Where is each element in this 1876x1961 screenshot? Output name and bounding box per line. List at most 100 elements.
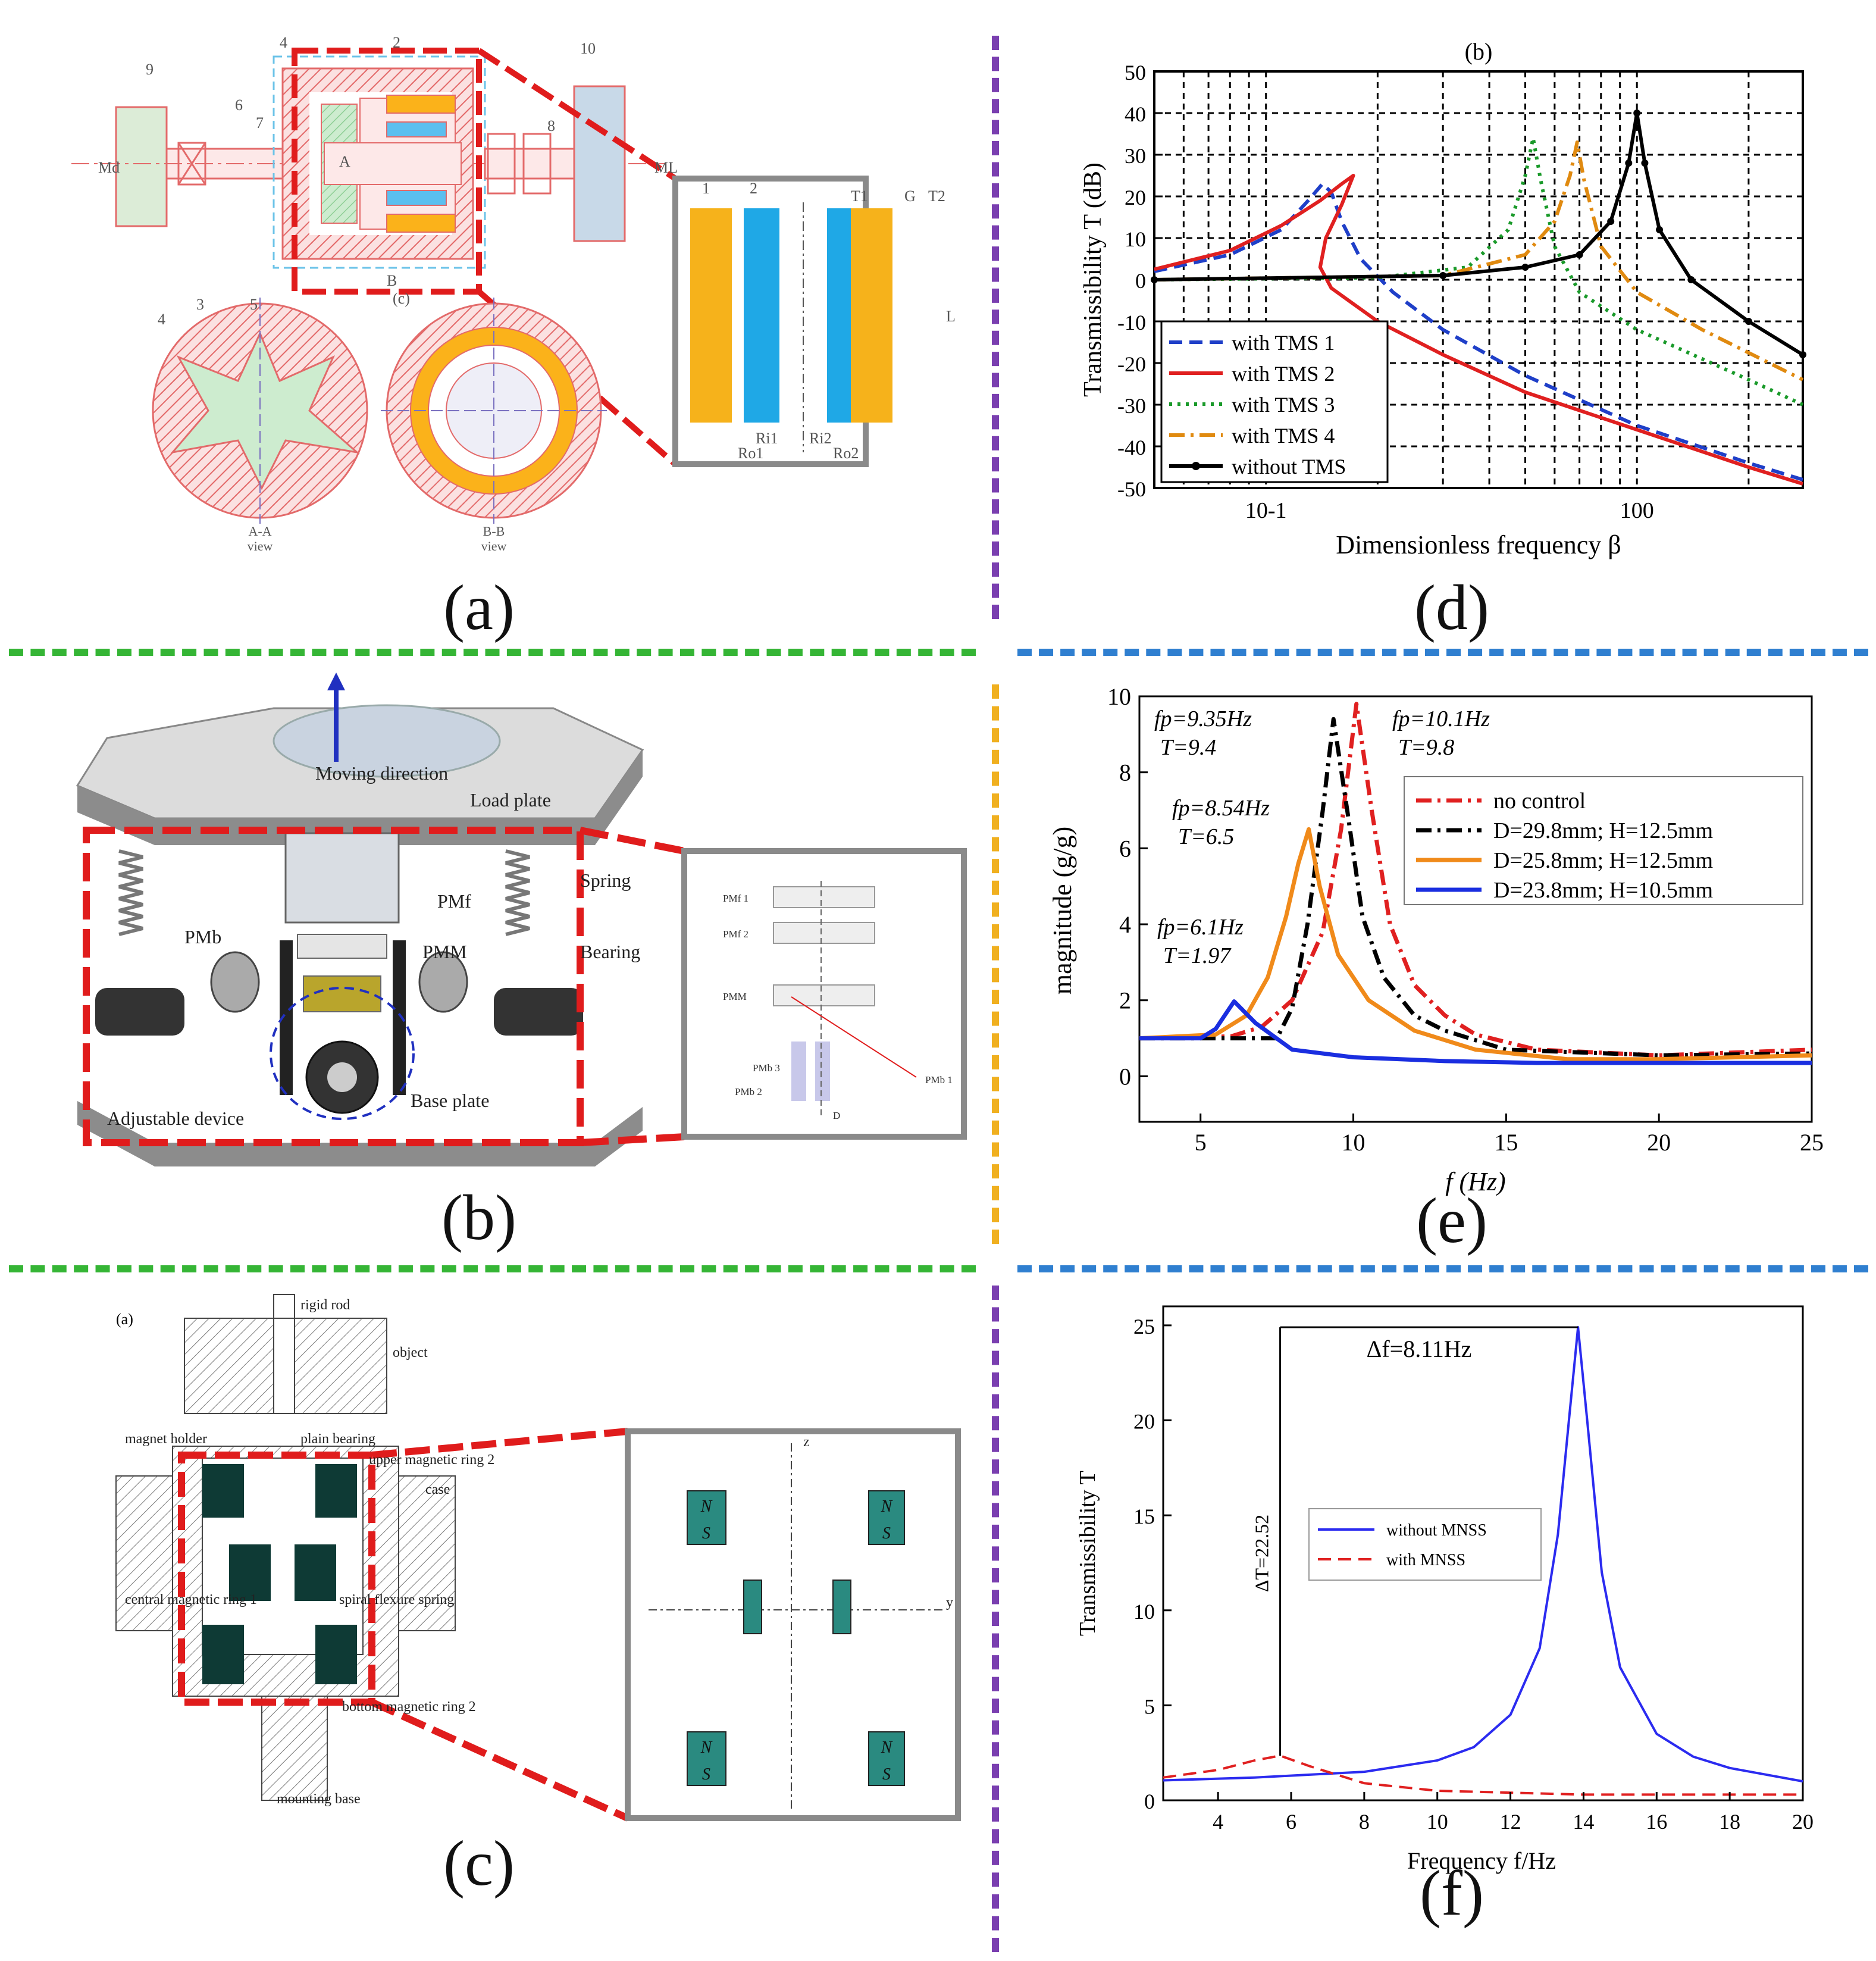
chart-e-ylabel: magnitude (g/g) xyxy=(1048,827,1077,994)
label-1: 1 xyxy=(702,180,710,197)
panel-label-e: (e) xyxy=(1416,1186,1487,1256)
y-tick-label-1: -40 xyxy=(1117,436,1146,459)
chart-f-svg: Frequency f/Hz Transmissibility T 051015… xyxy=(1075,1305,1814,1874)
x-tick-label-1: 6 xyxy=(1286,1810,1296,1834)
legend-label-2: with TMS 2 xyxy=(1232,362,1335,386)
x-tick-label-0: 10-1 xyxy=(1245,498,1287,523)
chart-e-xlabel: f (Hz) xyxy=(1445,1167,1505,1196)
panel-a-diagram: 9 6 7 4 2 10 8 1 2 3 4 5 A B (c) Md ML T… xyxy=(0,0,982,643)
legend-label-1: no control xyxy=(1493,789,1586,814)
label-10: 10 xyxy=(580,40,596,57)
label-central-ring: central magnetic ring 1 xyxy=(125,1592,257,1607)
series-marker-5-2 xyxy=(1521,264,1529,271)
x-tick-label-1: 10 xyxy=(1342,1129,1365,1156)
svg-text:z: z xyxy=(803,1434,810,1450)
y-tick-label-5: 25 xyxy=(1133,1315,1155,1338)
legend-label-1: without MNSS xyxy=(1386,1521,1487,1540)
legend-label-5: without TMS xyxy=(1232,455,1346,478)
annotation-peak-2: fp=10.1Hz xyxy=(1392,706,1490,731)
y-tick-label-5: 10 xyxy=(1107,683,1131,710)
y-tick-label-2: 10 xyxy=(1133,1600,1155,1624)
legend-label-2: D=29.8mm; H=12.5mm xyxy=(1493,818,1713,843)
annotation-delta-t: ΔT=22.52 xyxy=(1251,1515,1273,1592)
label-9: 9 xyxy=(146,61,154,78)
label-pmf: PMf xyxy=(437,890,471,912)
separator-col-bot xyxy=(992,1286,999,1952)
component-9 xyxy=(115,106,168,227)
label-pmb: PMb xyxy=(184,926,221,947)
inset-c xyxy=(625,1428,961,1821)
series-marker-5-6 xyxy=(1633,110,1641,117)
svg-text:PMM: PMM xyxy=(723,991,747,1002)
y-tick-label-4: -10 xyxy=(1117,311,1146,334)
series-marker-5-8 xyxy=(1656,226,1664,233)
series-line-4 xyxy=(1139,999,1812,1065)
x-tick-label-8: 20 xyxy=(1792,1810,1814,1834)
label-5: 5 xyxy=(250,296,258,313)
svg-text:S: S xyxy=(702,1765,710,1784)
x-tick-label-0: 5 xyxy=(1195,1129,1207,1156)
view-aa-label: A-A xyxy=(248,524,271,539)
y-tick-label-0: -50 xyxy=(1117,477,1146,501)
panel-label-f: (f) xyxy=(1420,1858,1484,1929)
series-line-2 xyxy=(1154,174,1803,486)
y-tick-label-3: 15 xyxy=(1133,1505,1155,1528)
separator-row1-right xyxy=(1017,649,1868,656)
label-case: case xyxy=(425,1482,450,1497)
zoom-box-a xyxy=(292,48,482,295)
chart-d-series xyxy=(1151,110,1806,486)
chart-f-series xyxy=(1163,1326,1803,1796)
separator-row1-left xyxy=(9,649,976,656)
label-moving-direction: Moving direction xyxy=(315,762,448,784)
x-tick-label-7: 18 xyxy=(1719,1810,1740,1834)
x-tick-label-3: 20 xyxy=(1647,1129,1671,1156)
svg-text:N: N xyxy=(881,1738,893,1757)
separator-row2-right xyxy=(1017,1265,1868,1272)
series-marker-5-11 xyxy=(1799,351,1806,358)
series-line-3 xyxy=(1139,827,1812,1062)
label-plain-bearing: plain bearing xyxy=(300,1431,375,1447)
annotation-peak-4: fp=6.1Hz xyxy=(1157,915,1244,940)
y-tick-label-3: 6 xyxy=(1119,835,1131,862)
panel-b-drawing: Moving direction Load plate Spring Beari… xyxy=(76,673,967,1166)
label-spring: Spring xyxy=(580,870,631,891)
x-tick-label-5: 14 xyxy=(1573,1810,1594,1834)
x-tick-label-2: 8 xyxy=(1359,1810,1370,1834)
series-line-2 xyxy=(1163,1754,1803,1796)
x-tick-label-4: 25 xyxy=(1800,1129,1824,1156)
legend-label-1: with TMS 1 xyxy=(1232,331,1335,355)
svg-text:y: y xyxy=(946,1595,953,1610)
chart-e-series xyxy=(1139,702,1812,1065)
series-line-2 xyxy=(1139,717,1812,1058)
svg-text:PMf 1: PMf 1 xyxy=(723,893,748,904)
label-Md: Md xyxy=(98,159,120,176)
label-upper-ring: upper magnetic ring 2 xyxy=(369,1452,494,1468)
label-adjustable-device: Adjustable device xyxy=(107,1108,244,1129)
svg-text:S: S xyxy=(882,1524,891,1543)
zoom-box-b xyxy=(83,827,584,1146)
annotation-peak-value-4: T=1.97 xyxy=(1163,943,1232,968)
label-7: 7 xyxy=(256,114,264,132)
svg-text:PMb 1: PMb 1 xyxy=(925,1074,953,1086)
series-line-4 xyxy=(1154,140,1804,381)
label-c: (c) xyxy=(393,290,410,307)
y-tick-label-1: 2 xyxy=(1119,987,1131,1014)
label-magnet-holder: magnet holder xyxy=(125,1431,207,1447)
panel-a-drawing: 9 6 7 4 2 10 8 1 2 3 4 5 A B (c) Md ML T… xyxy=(71,34,956,553)
chart-d-svg: (b) Dimensionless frequency β Transmissi… xyxy=(1079,38,1806,559)
series-line-1 xyxy=(1163,1326,1803,1783)
svg-text:N: N xyxy=(700,1497,713,1516)
svg-text:PMf 2: PMf 2 xyxy=(723,928,748,940)
series-marker-5-7 xyxy=(1641,159,1649,167)
svg-text:PMb 2: PMb 2 xyxy=(735,1086,762,1097)
series-marker-5-1 xyxy=(1439,272,1447,279)
series-marker-5-9 xyxy=(1687,276,1695,283)
label-A: A xyxy=(339,153,350,170)
separator-row2-left xyxy=(9,1265,976,1272)
series-line-1 xyxy=(1139,702,1812,1058)
y-tick-label-2: 4 xyxy=(1119,911,1131,938)
